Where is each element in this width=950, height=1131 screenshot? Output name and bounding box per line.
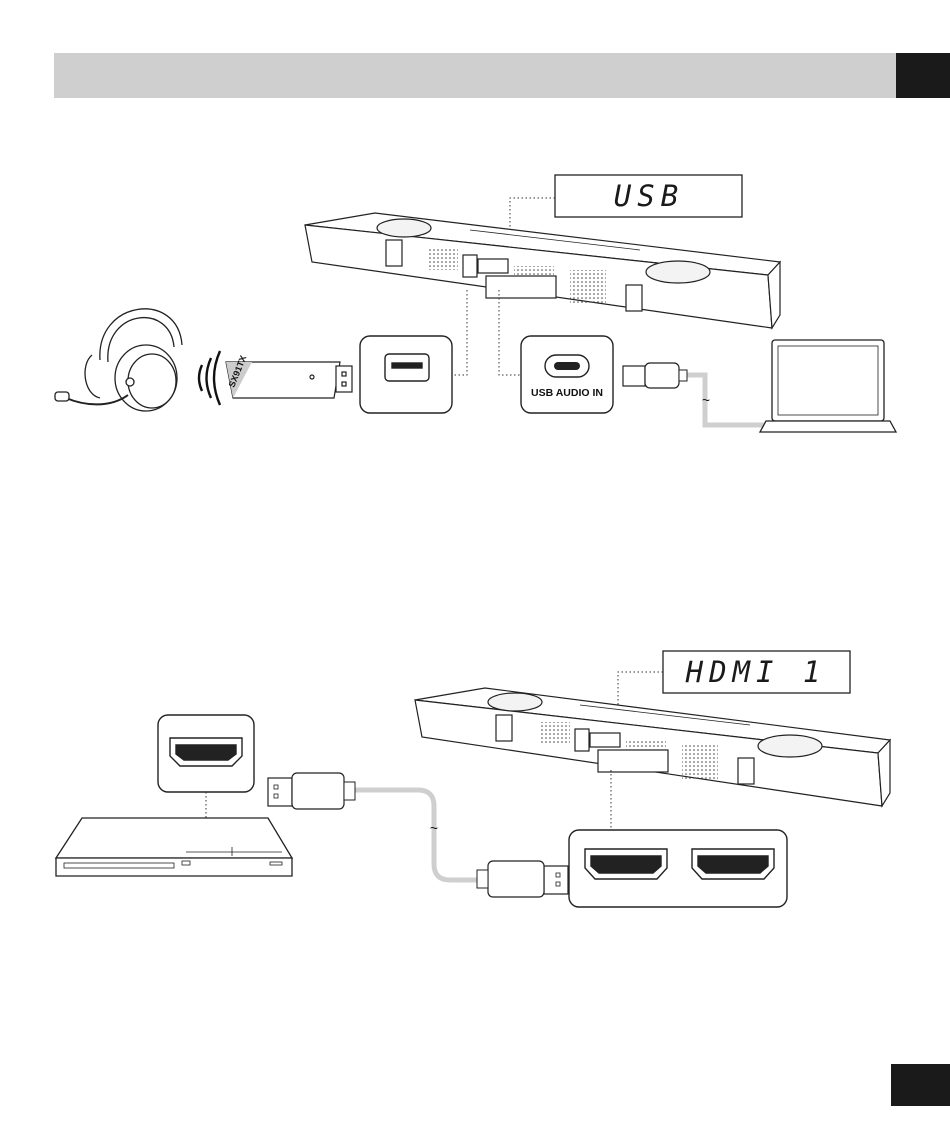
media-player-illustration	[56, 818, 292, 876]
usb-connection-diagram: USB	[55, 175, 896, 432]
usb-audio-in-label: USB AUDIO IN	[531, 387, 603, 399]
wireless-signal-icon	[199, 351, 220, 405]
soundbar-usb	[305, 213, 780, 328]
hdmi-connection-diagram: HDMI 1	[56, 651, 890, 907]
cable-break-symbol: ~	[702, 392, 710, 408]
cable-break-symbol-hdmi: ~	[430, 820, 438, 836]
headphones-illustration	[55, 309, 182, 411]
laptop-illustration	[760, 340, 896, 432]
soundbar-hdmi-ports-callout	[569, 830, 787, 907]
usb-dongle-illustration: SX91TX	[226, 354, 352, 398]
display-text-usb: USB	[614, 179, 684, 213]
hdmi-cable: ~	[268, 773, 568, 897]
soundbar-hdmi	[415, 688, 890, 806]
player-hdmi-port-callout	[158, 715, 254, 792]
display-text-hdmi: HDMI 1	[685, 655, 827, 689]
display-callout-usb: USB	[510, 175, 742, 232]
usb-a-port-callout	[360, 336, 452, 413]
display-callout-hdmi: HDMI 1	[618, 651, 850, 705]
usb-c-port-callout: USB AUDIO IN	[521, 336, 613, 413]
usb-c-cable: ~	[623, 363, 770, 425]
